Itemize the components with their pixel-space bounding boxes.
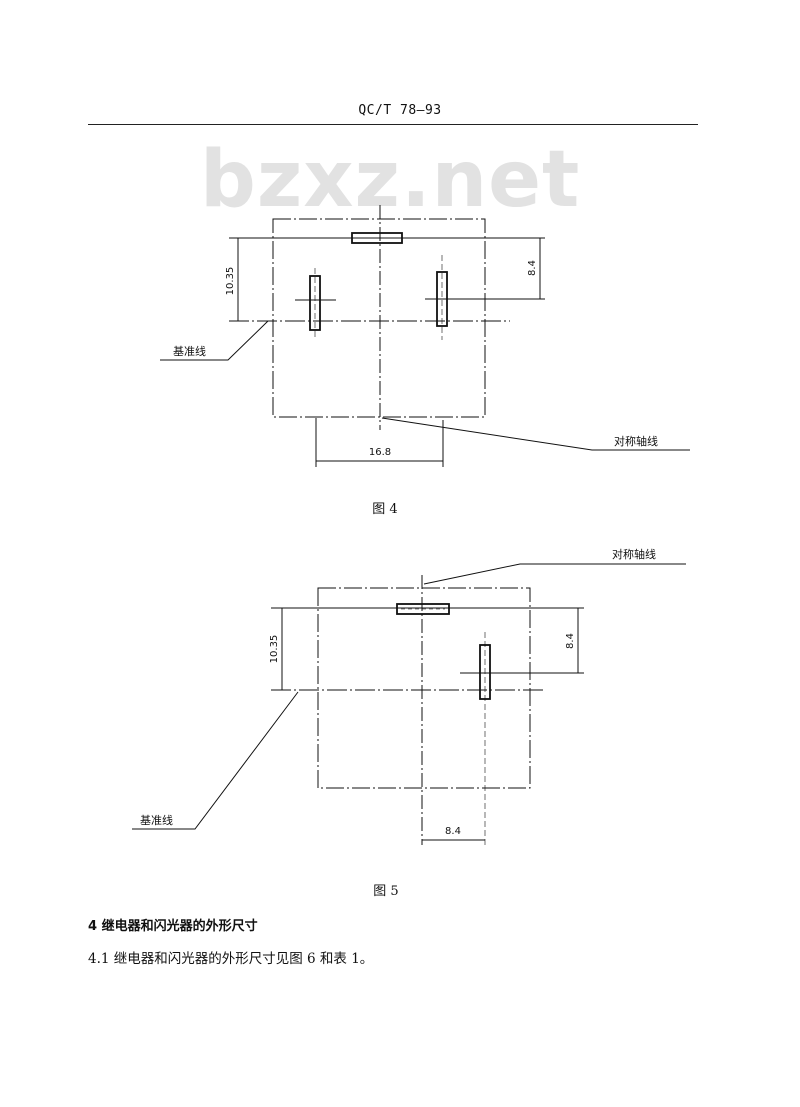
fig4-dim-16.8-label: 16.8	[369, 447, 391, 458]
paragraph-4-1: 4.1 继电器和闪光器的外形尺寸见图 6 和表 1。	[88, 951, 374, 967]
header-rule	[88, 124, 698, 125]
fig5-axis-leader	[423, 563, 686, 585]
fig4-terminal-top	[351, 232, 403, 244]
document-code: QC/T 78—93	[358, 103, 442, 118]
fig5-dim-10.35-label: 10.35	[269, 635, 280, 664]
fig4-reference-leader	[160, 320, 269, 361]
fig4-dim-8.4-label: 8.4	[527, 260, 538, 276]
figure-4-caption: 图 4	[372, 502, 397, 517]
fig4-reference-label: 基准线	[173, 344, 206, 358]
fig5-dim-8.4-bottom-label: 8.4	[445, 826, 461, 837]
section-4-title: 4 继电器和闪光器的外形尺寸	[88, 919, 258, 934]
figure-5-drawing	[132, 563, 686, 845]
fig4-axis-label: 对称轴线	[614, 434, 658, 448]
figure-5-caption: 图 5	[373, 884, 398, 899]
fig4-outline	[272, 218, 486, 418]
fig5-outline	[317, 587, 531, 789]
fig4-axis-leader	[381, 417, 690, 451]
fig5-reference-label: 基准线	[140, 813, 173, 827]
fig5-axis-label: 对称轴线	[612, 547, 656, 561]
fig5-dim-8.4-label: 8.4	[565, 633, 576, 649]
fig5-terminal-top	[396, 603, 450, 615]
fig4-dim-10.35-label: 10.35	[225, 267, 236, 296]
fig4-terminal-left	[309, 275, 321, 331]
fig5-reference-leader	[132, 691, 299, 830]
figure-4-drawing	[160, 205, 690, 467]
watermark: bzxz.net	[200, 135, 581, 225]
